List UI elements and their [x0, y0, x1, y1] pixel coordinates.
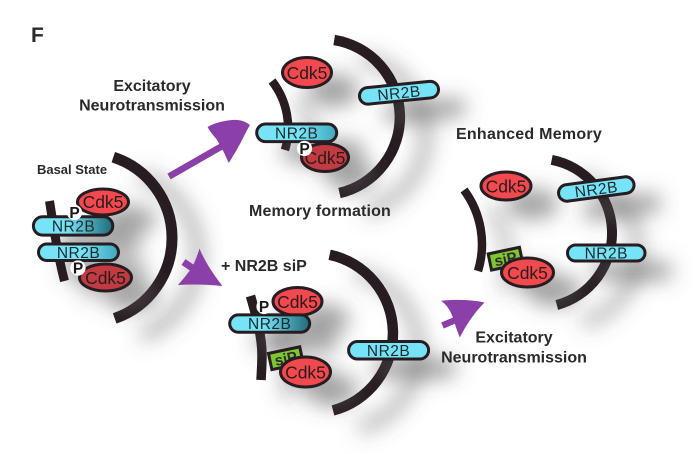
svg-text:NR2B: NR2B [275, 125, 318, 142]
svg-text:Neurotransmission: Neurotransmission [79, 98, 225, 115]
svg-text:NR2B: NR2B [248, 316, 291, 333]
svg-text:Cdk5: Cdk5 [277, 292, 318, 312]
svg-text:Cdk5: Cdk5 [85, 268, 126, 288]
svg-text:NR2B: NR2B [57, 245, 100, 262]
svg-text:+ NR2B siP: + NR2B siP [221, 258, 307, 275]
svg-text:Cdk5: Cdk5 [83, 192, 124, 212]
svg-text:Excitatory: Excitatory [113, 78, 190, 95]
svg-text:NR2B: NR2B [585, 246, 628, 263]
svg-text:P: P [299, 141, 309, 158]
svg-text:P: P [259, 299, 269, 316]
svg-text:NR2B: NR2B [377, 83, 422, 104]
svg-text:Cdk5: Cdk5 [285, 363, 326, 383]
svg-text:Cdk5: Cdk5 [486, 177, 527, 197]
svg-text:NR2B: NR2B [574, 179, 619, 202]
svg-text:NR2B: NR2B [52, 219, 95, 236]
svg-text:Neurotransmission: Neurotransmission [441, 350, 587, 367]
svg-text:P: P [69, 205, 79, 222]
svg-text:Basal State: Basal State [37, 162, 107, 177]
svg-text:Cdk5: Cdk5 [507, 263, 548, 283]
svg-text:Enhanced Memory: Enhanced Memory [456, 126, 602, 143]
svg-text:P: P [73, 261, 83, 278]
svg-text:NR2B: NR2B [367, 343, 410, 360]
svg-text:F: F [31, 24, 44, 47]
svg-text:Memory formation: Memory formation [249, 203, 391, 220]
svg-text:Cdk5: Cdk5 [287, 63, 328, 83]
svg-text:Excitatory: Excitatory [475, 330, 552, 347]
svg-text:Cdk5: Cdk5 [305, 148, 346, 168]
